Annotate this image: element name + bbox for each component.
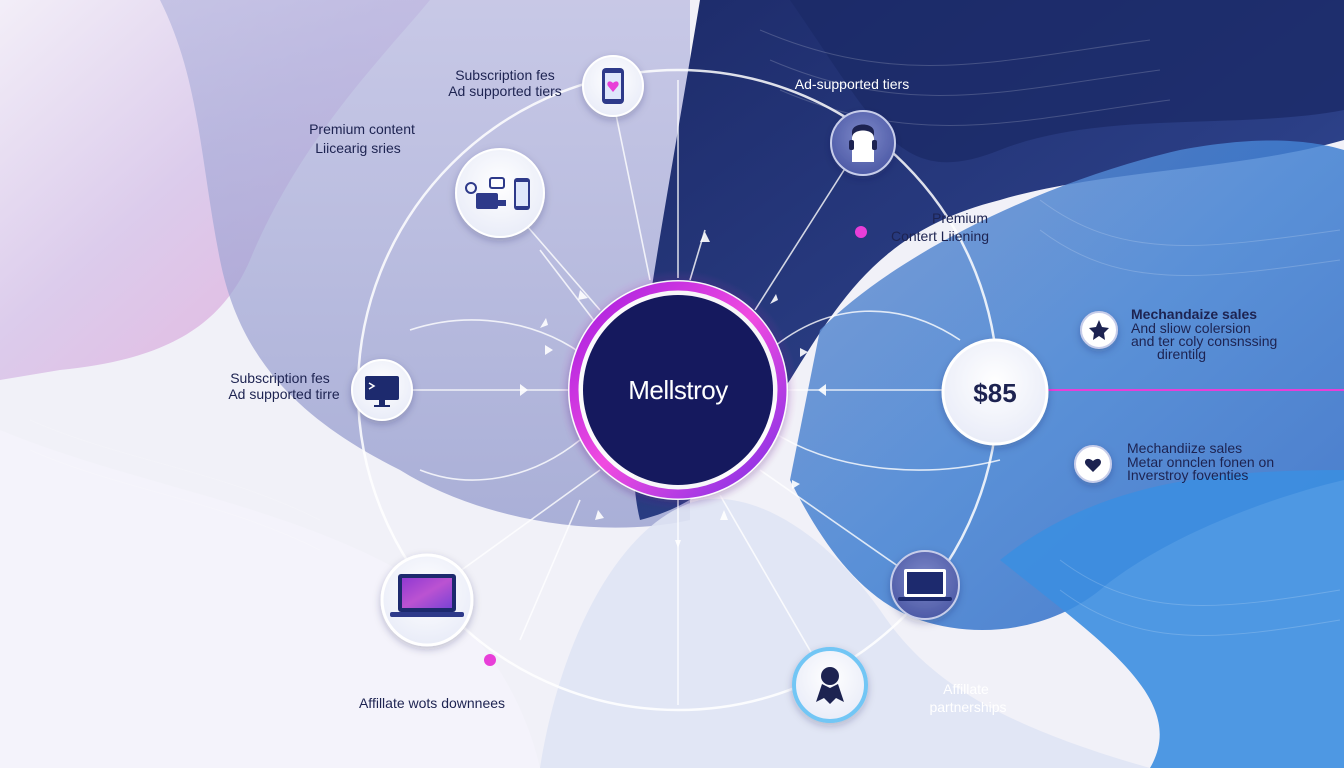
arrow-markers [520, 232, 826, 548]
label-line: Ad supported tiers [448, 83, 562, 99]
label-line: Affillate wots downnees [359, 695, 505, 711]
laptop-icon [898, 569, 952, 601]
node-lower-left[interactable] [380, 553, 474, 647]
label-line: Mechandaize sales [1131, 306, 1257, 322]
label-line: Metar onnclen fonen on [1127, 454, 1274, 470]
node-bottom[interactable] [792, 647, 868, 723]
star-badge-icon [1089, 320, 1109, 340]
label-line: And sliow colersion [1131, 320, 1251, 336]
label-line: Ad supported tirre [228, 386, 339, 402]
label-line: Subscription fes [455, 67, 555, 83]
label-line: Affillate [943, 681, 989, 697]
label-line: partnerships [929, 699, 1006, 715]
node-top-right[interactable] [830, 110, 896, 176]
label-merch-2: Mechandiize sales Metar onnclen fonen on… [1127, 440, 1274, 483]
award-ribbon-icon [816, 667, 844, 704]
label-left-middle: Subscription fes Ad supported tirre [228, 370, 339, 402]
label-line: Premium [932, 210, 988, 226]
laptop-icon [390, 574, 464, 617]
merch-badge-2[interactable] [1074, 445, 1112, 483]
price-value: $85 [973, 378, 1016, 408]
price-node[interactable]: $85 [941, 338, 1049, 446]
label-right-upper: Premium Contert Liiening [891, 210, 989, 244]
label-line: Subscription fes [230, 370, 330, 386]
devices-icon [465, 177, 530, 210]
label-line: Liicearig sries [315, 140, 401, 156]
label-line: Contert Liiening [891, 228, 989, 244]
label-line: Premium content [309, 121, 415, 137]
label-line: Ad-supported tiers [795, 76, 909, 92]
label-top-left: Premium content Liicearig sries [309, 121, 415, 156]
node-left[interactable] [351, 359, 413, 421]
accent-dot-lower [484, 654, 496, 666]
heart-badge-icon [1084, 458, 1102, 472]
label-bottom-right: Affillate partnerships [929, 681, 1006, 715]
label-line: Inverstroy foventies [1127, 467, 1248, 483]
node-lower-right[interactable] [890, 550, 960, 620]
label-line: and ter coly consnssing [1131, 333, 1277, 349]
center-label: Mellstroy [628, 375, 728, 405]
accent-dot-upper [855, 226, 867, 238]
node-top-center[interactable] [582, 55, 644, 117]
label-line: Mechandiize sales [1127, 440, 1242, 456]
center-node[interactable]: Mellstroy [558, 270, 798, 510]
label-top-right: Ad-supported tiers [795, 76, 909, 92]
monitor-icon [365, 376, 399, 407]
person-head-icon [849, 124, 877, 162]
label-bottom-left: Affillate wots downnees [359, 695, 505, 711]
label-line: direntilg [1157, 346, 1206, 362]
node-upper-left[interactable] [455, 148, 545, 238]
label-top-center: Subscription fes Ad supported tiers [448, 67, 562, 99]
label-merch-1: Mechandaize sales And sliow colersion an… [1131, 306, 1277, 362]
merch-badge-1[interactable] [1080, 311, 1118, 349]
phone-heart-icon [602, 68, 624, 104]
